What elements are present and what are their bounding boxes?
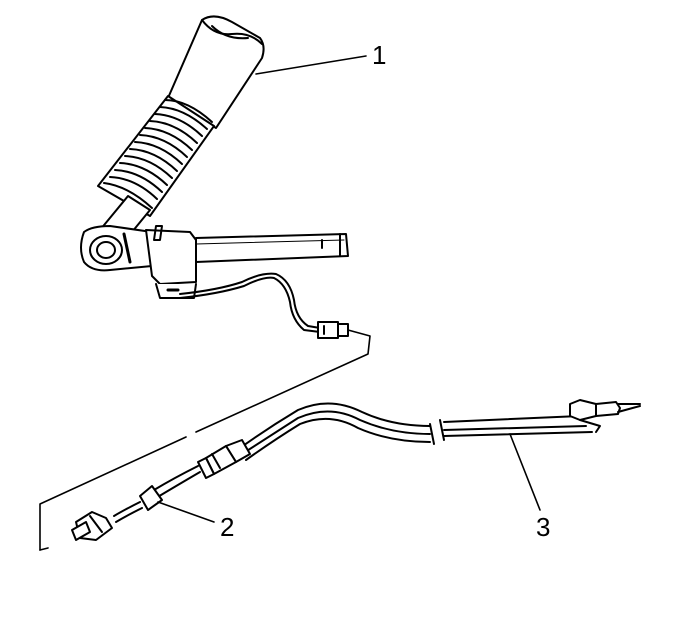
extension-tube <box>195 233 349 263</box>
right-terminal <box>569 399 641 433</box>
buckle-head <box>167 15 265 129</box>
callout-2: 2 <box>220 512 234 542</box>
buckle-boot <box>97 95 215 217</box>
inline-connector <box>197 439 251 479</box>
leader-line-3 <box>509 433 541 511</box>
upper-connector <box>317 321 349 339</box>
break-plane <box>39 329 371 551</box>
callout-3: 3 <box>536 512 550 542</box>
buckle-neck <box>99 195 151 233</box>
anchor-bracket <box>80 225 197 299</box>
lower-left-connector <box>71 511 113 541</box>
callout-1: 1 <box>372 40 386 70</box>
leader-line-2 <box>157 501 215 523</box>
leader-line-1 <box>255 55 367 75</box>
buckle-wire-upper <box>179 272 321 333</box>
wire-sleeve <box>139 485 163 511</box>
wire-harness <box>239 402 593 461</box>
